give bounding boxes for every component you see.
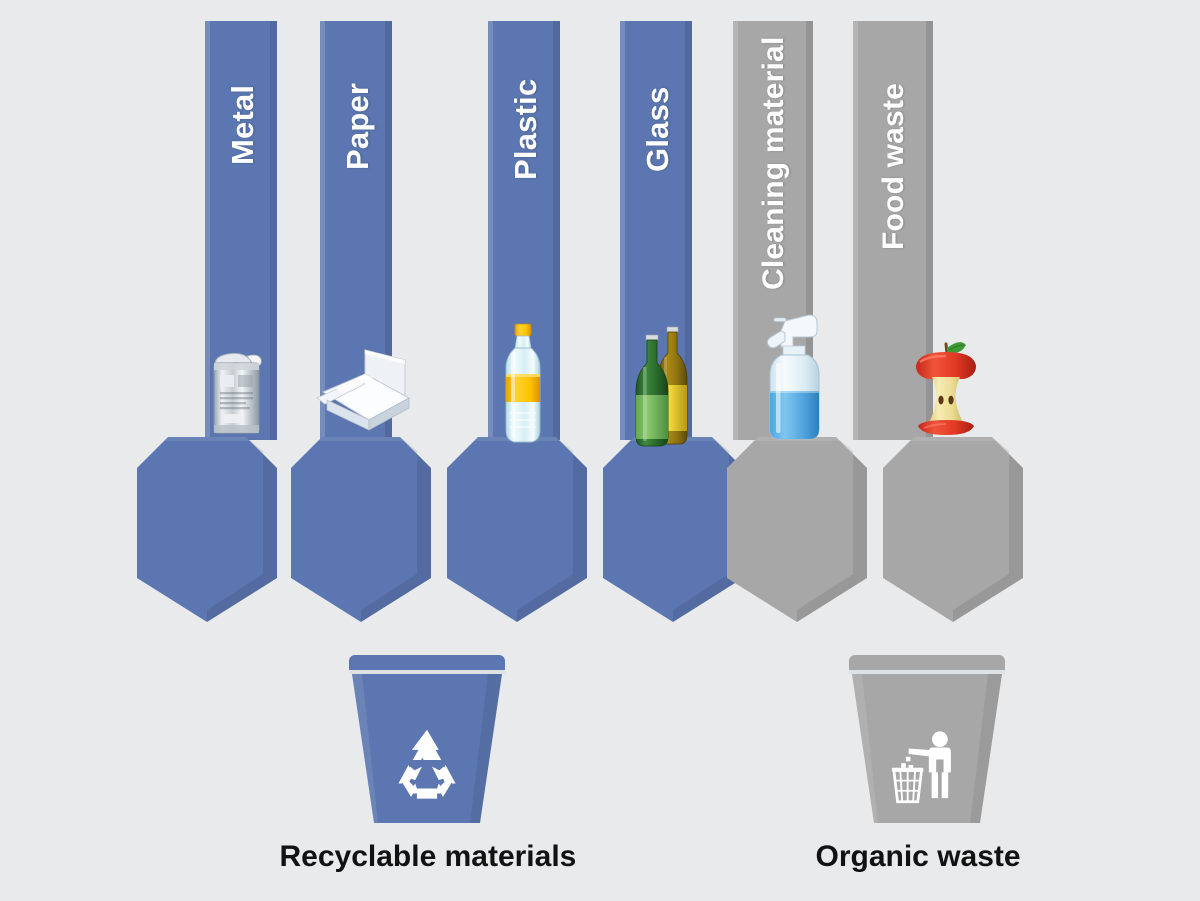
chute-neck-shadow bbox=[553, 21, 560, 440]
bin-lid-line bbox=[349, 670, 505, 674]
chute-head bbox=[291, 437, 431, 622]
chute-neck-highlight bbox=[853, 21, 858, 440]
chute-head bbox=[883, 437, 1023, 622]
litter-person-icon bbox=[852, 655, 1002, 849]
chute-neck-highlight bbox=[205, 21, 210, 440]
bin-body bbox=[852, 674, 1002, 823]
litter-person-icon-art bbox=[892, 731, 951, 804]
spray-bottle-icon-art bbox=[766, 314, 820, 440]
metal-can-icon bbox=[206, 337, 268, 443]
bin-caption-organic: Organic waste bbox=[815, 840, 1021, 873]
recycle-symbol-icon bbox=[352, 655, 502, 849]
recycle-symbol-icon-art bbox=[398, 729, 456, 799]
paper-box-icon-art bbox=[316, 349, 411, 431]
glass-bottles-icon bbox=[629, 321, 701, 447]
bin-caption-recyclable: Recyclable materials bbox=[279, 840, 577, 873]
chute-neck-highlight bbox=[620, 21, 625, 440]
chute-head-shape bbox=[603, 437, 743, 622]
chute-head bbox=[603, 437, 743, 622]
chute-neck-shadow bbox=[270, 21, 277, 440]
chute-neck-highlight bbox=[733, 21, 738, 440]
plastic-bottle-icon-art bbox=[505, 323, 541, 443]
chute-neck-highlight bbox=[488, 21, 493, 440]
paper-box-icon bbox=[313, 348, 413, 440]
chute-neck-highlight bbox=[320, 21, 325, 440]
chute-head bbox=[137, 437, 277, 622]
chute-head-shape bbox=[883, 437, 1023, 622]
apple-core-icon bbox=[908, 336, 984, 440]
chute-neck-shadow bbox=[685, 21, 692, 440]
glass-bottles-icon-art bbox=[635, 326, 688, 447]
plastic-bottle-icon bbox=[500, 322, 546, 447]
bin-lid bbox=[349, 655, 505, 671]
bin-body-shape bbox=[852, 674, 1002, 823]
chute-head bbox=[727, 437, 867, 622]
chute-head-shape bbox=[727, 437, 867, 622]
chute-head bbox=[447, 437, 587, 622]
bin-lid bbox=[849, 655, 1005, 671]
apple-core-icon-art bbox=[916, 342, 976, 435]
spray-bottle-icon bbox=[757, 313, 821, 445]
chute-head-shape bbox=[291, 437, 431, 622]
chute-neck-shadow bbox=[385, 21, 392, 440]
chute-head-shape bbox=[137, 437, 277, 622]
chute-neck-shadow bbox=[806, 21, 813, 440]
chute-head-shape bbox=[447, 437, 587, 622]
bin-organic[interactable] bbox=[849, 655, 1005, 823]
bin-recyclable[interactable] bbox=[349, 655, 505, 823]
chute-neck-shadow bbox=[926, 21, 933, 440]
bin-lid-line bbox=[849, 670, 1005, 674]
metal-can-icon-art bbox=[213, 352, 262, 434]
